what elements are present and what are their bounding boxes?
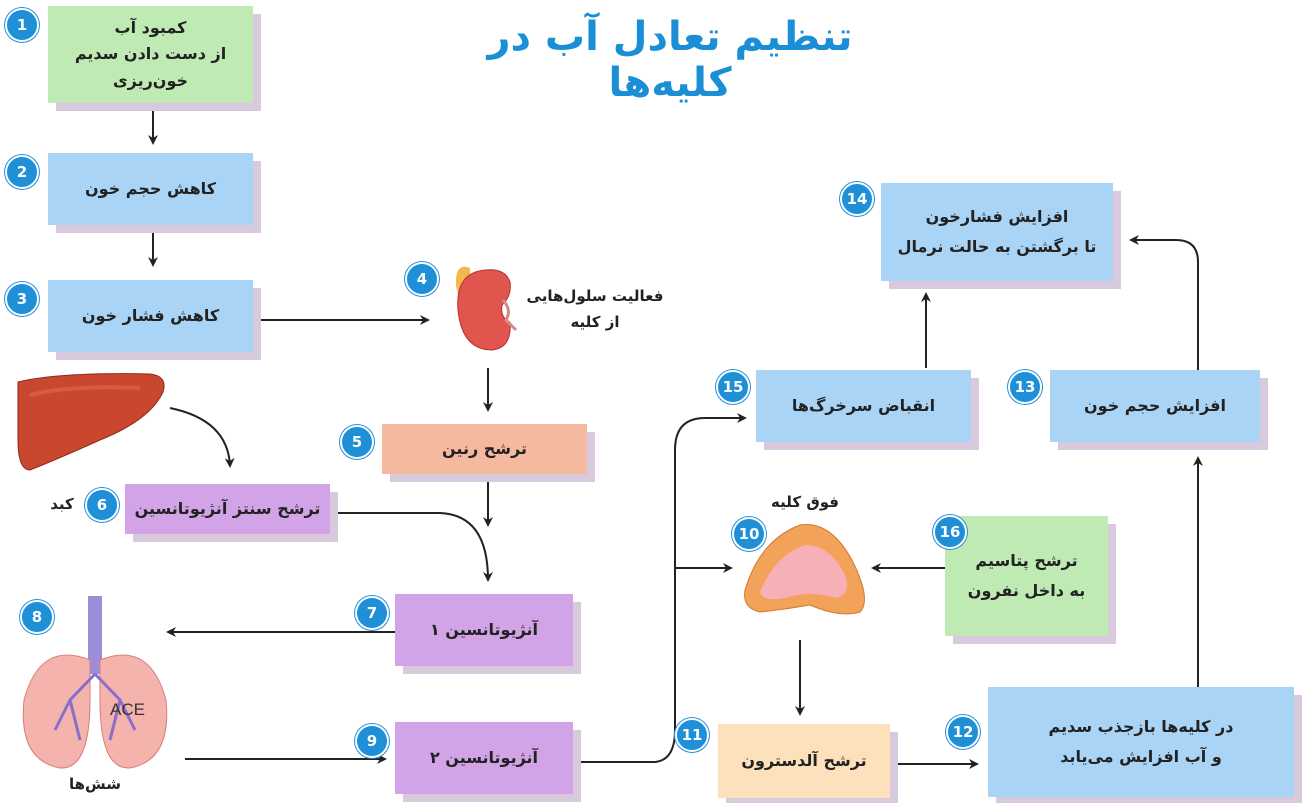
step-9-box: آنژیوتانسین ۲ [395,722,573,794]
step-3-text: کاهش فشار خون [81,305,220,325]
step-9-text: آنژیوتانسین ۲ [429,747,539,767]
step-7-badge: 7 [355,596,389,630]
liver-illustration [17,373,165,471]
step-12-line-2: و آب افزایش می‌یابد [1060,747,1222,766]
arrow-13-to-14 [1129,235,1199,370]
step-14-box: افزایش فشارخون تا برگشتن به حالت نرمال [881,183,1113,281]
arrow-6-to-7 [330,512,493,582]
step-1-line-3: خون‌ریزی [112,70,189,90]
step-15-text: انقباض سرخرگ‌ها [791,395,936,415]
step-2-badge: 2 [5,155,39,189]
step-6-box: ترشح سنتز آنژیوتانسین [125,484,330,534]
step-15-box: انقباض سرخرگ‌ها [756,370,971,442]
ace-label: ACE [110,700,145,719]
arrow-9-branch [576,413,747,763]
step-16-line-1: ترشح پتاسیم [975,550,1078,570]
step-10-badge: 10 [732,517,766,551]
step-16-line-2: به داخل نفرون [967,581,1086,600]
step-16-badge: 16 [933,515,967,549]
step-8-badge: 8 [20,600,54,634]
step-5-text: ترشح رنین [442,438,527,458]
step-14-line-2: تا برگشتن به حالت نرمال [897,237,1097,256]
step-12-badge: 12 [946,715,980,749]
step-3-box: کاهش فشار خون [48,280,253,352]
step-5-box: ترشح رنین [382,424,587,474]
lungs-label: شش‌ها [69,775,121,793]
step-13-badge: 13 [1008,370,1042,404]
step-4-badge: 4 [405,262,439,296]
step-11-box: ترشح آلدسترون [718,724,890,798]
step-7-text: آنژیوتانسین ۱ [429,619,539,639]
step-6-text: ترشح سنتز آنژیوتانسین [134,498,321,518]
step-2-text: کاهش حجم خون [85,178,216,198]
step-1-badge: 1 [5,8,39,42]
kidney-illustration [455,266,518,351]
step-16-box: ترشح پتاسیم به داخل نفرون [945,516,1108,636]
step-14-line-1: افزایش فشارخون [925,206,1069,226]
step-12-line-1: در کلیه‌ها بازجذب سدیم [1048,716,1234,736]
step-5-badge: 5 [340,425,374,459]
step-11-badge: 11 [675,718,709,752]
step-4-label: فعالیت سلول‌هایی از کلیه [515,284,675,335]
step-15-badge: 15 [716,370,750,404]
step-9-badge: 9 [355,724,389,758]
step-13-text: افزایش حجم خون [1084,395,1226,415]
adrenal-illustration [744,523,865,615]
step-11-text: ترشح آلدسترون [741,750,867,770]
step-6-badge: 6 [85,488,119,522]
step-2-box: کاهش حجم خون [48,153,253,225]
adrenal-label: فوق کلیه [771,493,839,511]
step-13-box: افزایش حجم خون [1050,370,1260,442]
step-4-line-2: از کلیه [570,312,620,331]
lungs-illustration [22,596,168,769]
step-1-line-1: کمبود آب [114,17,187,37]
arrow-liver-to-6 [169,407,235,468]
step-3-badge: 3 [5,282,39,316]
step-1-line-2: از دست دادن سدیم [74,44,227,64]
step-4-line-1: فعالیت سلول‌هایی [526,287,664,305]
step-14-badge: 14 [840,182,874,216]
step-1-box: کمبود آب از دست دادن سدیم خون‌ریزی [48,6,253,103]
diagram-title: تنظیم تعادل آب در کلیه‌ها [487,14,853,106]
liver-label: کبد [50,495,74,513]
step-12-box: در کلیه‌ها بازجذب سدیم و آب افزایش می‌یا… [988,687,1294,797]
step-7-box: آنژیوتانسین ۱ [395,594,573,666]
